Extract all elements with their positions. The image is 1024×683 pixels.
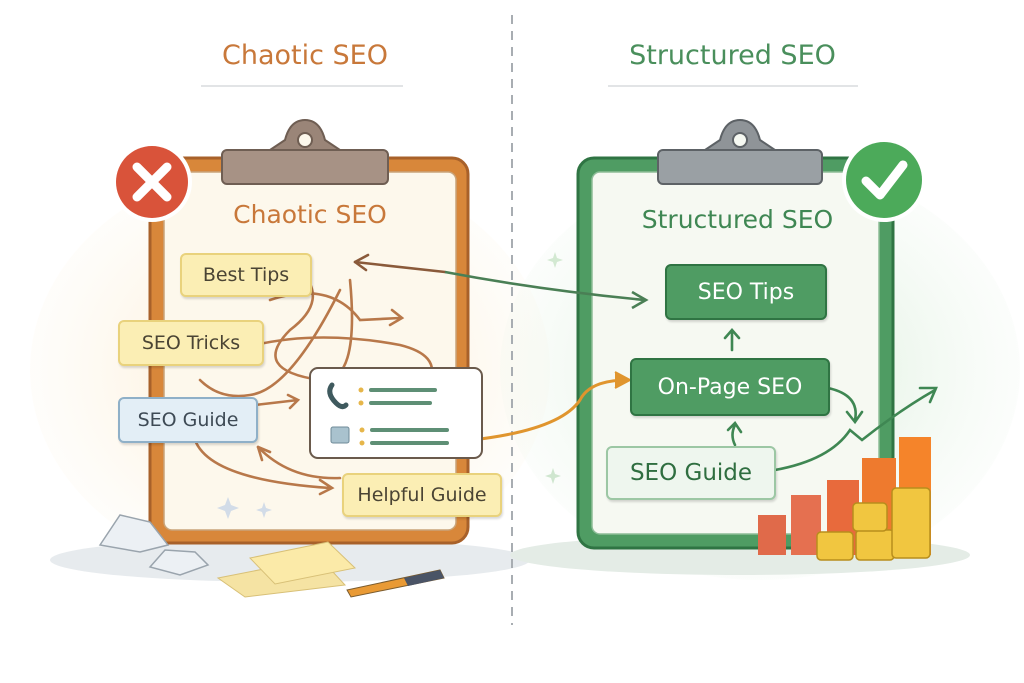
note-helpful-guide: Helpful Guide bbox=[342, 473, 502, 517]
contact-list-card bbox=[309, 367, 483, 459]
x-mark-icon bbox=[112, 142, 192, 222]
cross-arrow-to-tips bbox=[444, 270, 646, 302]
cross-arrowhead bbox=[631, 290, 649, 310]
sticky-notes bbox=[216, 541, 357, 598]
tangled-arrows bbox=[193, 253, 447, 496]
clip-bar-right bbox=[657, 149, 823, 185]
right-heading: Structured SEO bbox=[629, 40, 836, 71]
step-seo-tips: SEO Tips bbox=[665, 264, 827, 320]
phone-icon bbox=[327, 382, 349, 410]
pencil-icon bbox=[346, 569, 445, 598]
note-best-tips: Best Tips bbox=[180, 253, 312, 297]
orange-connector bbox=[471, 378, 629, 442]
coin-stacks bbox=[816, 487, 931, 561]
note-seo-guide: SEO Guide bbox=[118, 397, 258, 443]
sparkles bbox=[217, 252, 563, 519]
right-heading-underline bbox=[608, 85, 858, 87]
left-board-title: Chaotic SEO bbox=[233, 200, 387, 229]
step-on-page-seo: On-Page SEO bbox=[630, 358, 830, 416]
crumpled-paper bbox=[98, 514, 210, 576]
check-mark-icon bbox=[842, 138, 926, 222]
left-heading: Chaotic SEO bbox=[222, 40, 388, 71]
step-seo-guide: SEO Guide bbox=[606, 446, 776, 500]
clip-bar-left bbox=[221, 149, 389, 185]
right-board-title: Structured SEO bbox=[641, 205, 834, 234]
folder-icon bbox=[330, 426, 350, 444]
note-seo-tricks: SEO Tricks bbox=[118, 320, 264, 366]
left-heading-underline bbox=[201, 85, 403, 87]
flow-arrows bbox=[723, 328, 938, 472]
